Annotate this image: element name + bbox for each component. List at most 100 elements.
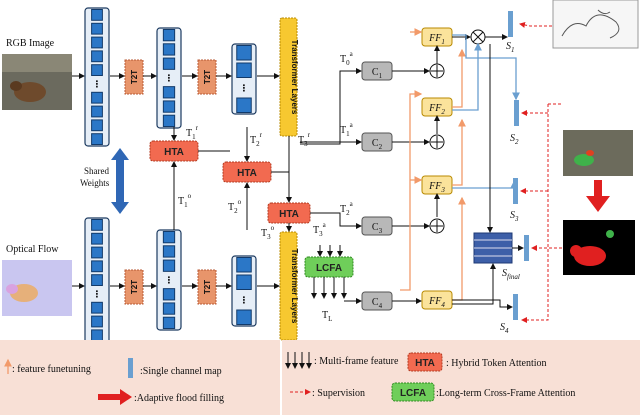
legend-adaptive-flood-filling: :Adaptive flood filling [134,393,224,404]
token-cell [91,9,103,21]
rgb-token-column-1: ⋮ [84,7,110,147]
token-cell [91,119,103,132]
token-cell [162,29,176,42]
ellipsis-glyph: ⋮ [93,80,102,90]
binary-mask-image [563,220,635,275]
token-cell [91,64,103,76]
flow-token-column-3: ⋮ [231,255,257,327]
legend-hta-icon: HTA [407,352,443,372]
transformer-layers-top: Transformer Layers [279,17,299,137]
token-cell [91,329,103,342]
t0a-label: T0a [340,50,354,67]
saliency-map-s2 [514,100,519,126]
multiply-node [470,29,486,45]
legend-multi-frame-icon [285,352,312,369]
svg-text:HTA: HTA [279,209,299,220]
shared-weights-label-2: Weights [80,178,110,188]
saliency-map-s1 [508,11,513,37]
sum-node-1 [429,63,445,79]
token-cell [162,316,176,330]
legend-single-channel-icon [128,358,133,378]
svg-text:T2T: T2T [203,280,212,294]
token-cell [91,133,103,145]
optical-flow-label: Optical Flow [6,244,59,255]
token-cell [91,105,103,118]
token-cell [162,302,176,315]
token-cell [91,36,103,49]
saliency-map-s3 [513,178,518,204]
legend-panel: : feature funetuning :Single channel map… [0,340,640,415]
supervision-sketch-image [552,0,639,49]
ellipsis-glyph: ⋮ [240,296,249,306]
svg-text:FF3: FF3 [428,181,445,194]
token-cell [162,86,176,99]
classifier-c2: C2 [361,132,393,152]
token-cell [236,97,252,113]
token-cell [91,246,103,259]
t2t-block-bottom-1: T2T [124,269,144,305]
s4-label: S4 [500,322,509,335]
t1r-label: T1r [186,124,199,141]
svg-text:T2T: T2T [203,70,212,84]
token-cell [91,260,103,273]
svg-text:C2: C2 [372,138,383,151]
saliency-map-final [524,235,529,261]
t2t-block-bottom-2: T2T [197,269,217,305]
classifier-c4: C4 [361,291,393,311]
token-cell [162,57,176,70]
legend-hybrid-token-attention: : Hybrid Token Attention [446,358,547,369]
ellipsis-glyph: ⋮ [240,84,249,94]
hta-block-2: HTA [222,161,272,183]
ellipsis-glyph: ⋮ [165,276,174,286]
adaptive-flood-filling-arrow [586,180,610,212]
hta-block-3: HTA [267,202,311,224]
t1a-label: T1a [340,121,354,138]
svg-text:Transformer Layers: Transformer Layers [290,249,299,324]
classifier-c3: C3 [361,216,393,236]
fusion-stack [473,232,513,264]
token-cell [236,62,252,78]
svg-text:HTA: HTA [164,147,184,158]
shared-weights-arrow [111,148,129,214]
token-cell [236,274,252,290]
token-cell [91,301,103,314]
ff3-block: FF3 [421,175,453,195]
token-cell [162,114,176,128]
token-cell [162,100,176,113]
token-cell [91,274,103,287]
t3a-label: T3a [313,221,327,238]
token-cell [91,91,103,104]
legend-lcfa-icon: LCFA [391,382,435,402]
token-cell [162,288,176,301]
ff1-block: FF1 [421,27,453,47]
svg-text:FF4: FF4 [428,296,445,309]
token-cell [91,22,103,35]
ellipsis-glyph: ⋮ [93,290,102,300]
token-cell [236,257,252,273]
svg-text:HTA: HTA [237,168,257,179]
classifier-c1: C1 [361,61,393,81]
s1-label: S1 [506,41,515,54]
rgb-token-column-2: ⋮ [156,27,182,129]
ff2-block: FF2 [421,97,453,117]
t2t-block-top-2: T2T [197,59,217,95]
token-cell [236,309,252,325]
token-cell [91,232,103,245]
t2r-label: T2r [250,131,263,148]
t3o-label: T3o [261,224,275,241]
s3-label: S3 [510,210,519,223]
sum-node-2 [429,134,445,150]
s2-label: S2 [510,133,519,146]
legend-feature-finetuning: : feature funetuning [12,364,91,375]
supervision-attention-image [563,130,633,176]
token-cell [91,315,103,328]
legend-long-term-attention: :Long-term Cross-Frame Attention [436,388,575,399]
t2a-label: T2a [340,200,354,217]
token-cell [91,50,103,63]
legend-single-channel-map: :Single channel map [140,366,222,377]
svg-text:LCFA: LCFA [400,388,426,399]
token-cell [162,245,176,258]
token-cell [162,43,176,56]
optical-flow-thumbnail [2,260,72,316]
